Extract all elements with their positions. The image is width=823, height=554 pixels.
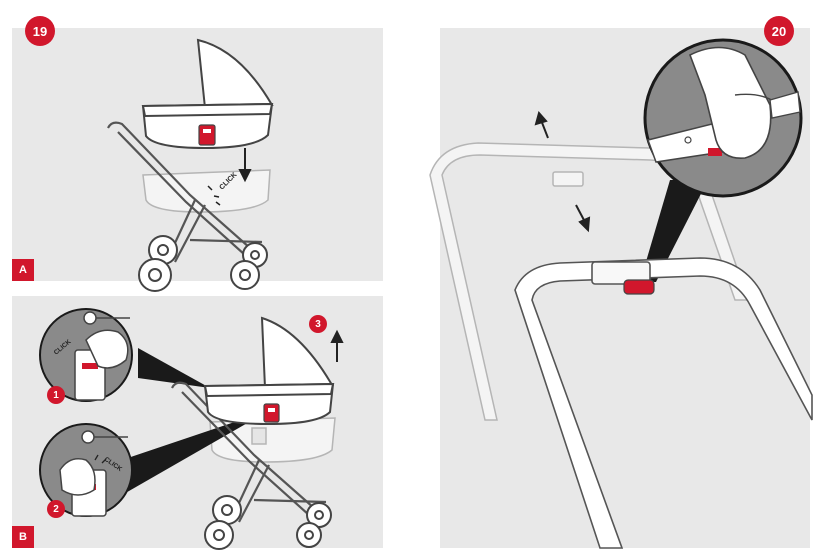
callout-1 [39,308,133,402]
panel-a-illustration [107,38,274,292]
magnifier-20 [643,38,803,198]
arrow-down-a [238,148,252,183]
ghost-bassinet-b [209,417,336,463]
arrow-down-20 [575,204,591,233]
panel-a-background [12,28,383,281]
zoom-cone-2 [122,410,270,495]
stroller-wheels-a [138,235,268,292]
release-button-a [198,124,216,146]
stroller-wheels-b [204,495,332,550]
panel-b-illustration: CLICK CLICK [39,308,344,550]
sub-step-2-badge: 2 [47,500,65,518]
stroller-frame-b [171,381,327,523]
stroller-frame-a [107,121,263,263]
sub-step-1-badge: 1 [47,386,65,404]
panel-20-illustration [429,38,813,549]
release-button-b [263,403,280,423]
step-19-badge: 19 [25,16,55,46]
zoom-cone-1 [138,348,210,388]
click-marks-a [207,185,221,206]
sub-step-3-badge: 3 [309,315,327,333]
panel-b-tag: B [12,526,34,548]
arrow-up-20 [534,110,549,139]
release-button-b-slot [268,408,275,412]
release-button-a-slot [203,129,211,133]
handlebar [514,257,813,549]
panel-a-tag: A [12,259,34,281]
zoom-cone-20 [640,180,708,282]
callout-2 [39,423,133,517]
arrow-up-b [330,329,344,362]
handlebar-release-button [623,279,655,295]
step-20-badge: 20 [764,16,794,46]
